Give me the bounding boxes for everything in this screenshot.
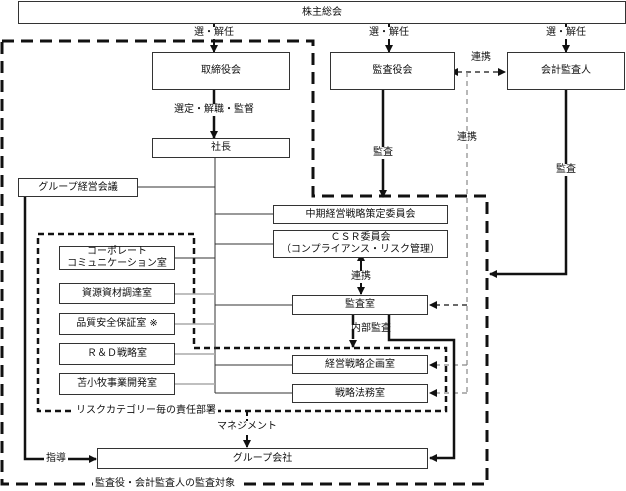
quality-label: 品質安全保証室 ※	[76, 318, 158, 329]
tomakomai-label: 苫小牧事業開発室	[77, 378, 157, 389]
quality-assurance-office: 品質安全保証室 ※	[59, 313, 175, 335]
planning-label: 経営戦略企画室	[325, 358, 395, 370]
csr-cooperation-label: 連携	[349, 271, 373, 283]
accounting-auditor: 会計監査人	[507, 52, 625, 90]
audit-board: 監査役会	[330, 52, 455, 90]
tomakomai-development-office: 苫小牧事業開発室	[59, 373, 175, 395]
internal-audit-label: 内部監査	[351, 323, 391, 334]
group-meeting-label: グループ経営会議	[38, 181, 118, 193]
supervise-label: 選定・解職・監督	[172, 104, 256, 116]
board-of-directors: 取締役会	[152, 52, 290, 90]
corporate-label-2: コミュニケーション室	[67, 258, 167, 269]
guidance-label: 指導	[44, 453, 68, 465]
elect-label-board: 選・解任	[192, 27, 236, 39]
group-management-meeting: グループ経営会議	[18, 178, 138, 197]
board-label: 取締役会	[201, 65, 241, 76]
audit-label-auditors: 監査	[371, 147, 395, 159]
accounting-audit-arrow	[489, 90, 568, 278]
cooperation-mid-label: 連携	[455, 132, 479, 144]
csr-committee: ＣＳＲ委員会（コンプライアンス・リスク管理）	[273, 230, 448, 258]
csr-label: ＣＳＲ委員会	[330, 232, 391, 243]
corporate-communication-office: コーポレートコミュニケーション室	[59, 246, 175, 270]
audit-office-label: 監査室	[345, 299, 375, 310]
group-companies-label: グループ会社	[232, 452, 293, 464]
legal-label: 戦略法務室	[335, 387, 385, 399]
csr-sublabel: （コンプライアンス・リスク管理）	[280, 244, 441, 255]
audit-scope-boundary	[0, 39, 489, 486]
midterm-label: 中期経営戦略策定委員会	[305, 208, 416, 220]
president: 社長	[152, 138, 290, 158]
shareholders-meeting: 株主総会	[18, 1, 626, 24]
rd-strategy-office: Ｒ＆Ｄ戦略室	[59, 343, 175, 365]
audit-scope-label: 監査役・会計監査人の監査対象	[93, 478, 237, 490]
group-companies: グループ会社	[97, 448, 428, 469]
risk-group-boundary	[36, 232, 448, 413]
management-label: マネジメント	[215, 421, 279, 433]
legal-strategy-office: 戦略法務室	[292, 384, 428, 403]
procurement-office: 資源資材調達室	[59, 283, 175, 304]
midterm-strategy-committee: 中期経営戦略策定委員会	[273, 205, 448, 224]
risk-group-label: リスクカテゴリー毎の責任部署	[74, 405, 218, 417]
elect-label-accounting: 選・解任	[544, 27, 588, 39]
audit-board-label: 監査役会	[372, 65, 413, 76]
rd-label: Ｒ＆Ｄ戦略室	[87, 348, 147, 359]
elect-label-auditors: 選・解任	[367, 27, 411, 39]
internal-audit-right	[387, 315, 456, 462]
shareholders-label: 株主総会	[302, 6, 342, 18]
audit-office: 監査室	[292, 295, 428, 315]
corporate-label-1: コーポレート	[87, 246, 147, 257]
strategy-planning-office: 経営戦略企画室	[292, 355, 428, 374]
accounting-auditor-label: 会計監査人	[541, 65, 591, 76]
cooperation-top-label: 連携	[471, 52, 491, 63]
president-label: 社長	[211, 142, 231, 153]
procurement-label: 資源資材調達室	[82, 287, 152, 299]
audit-label-accounting: 監査	[554, 164, 578, 176]
guidance-arrow	[23, 197, 97, 463]
